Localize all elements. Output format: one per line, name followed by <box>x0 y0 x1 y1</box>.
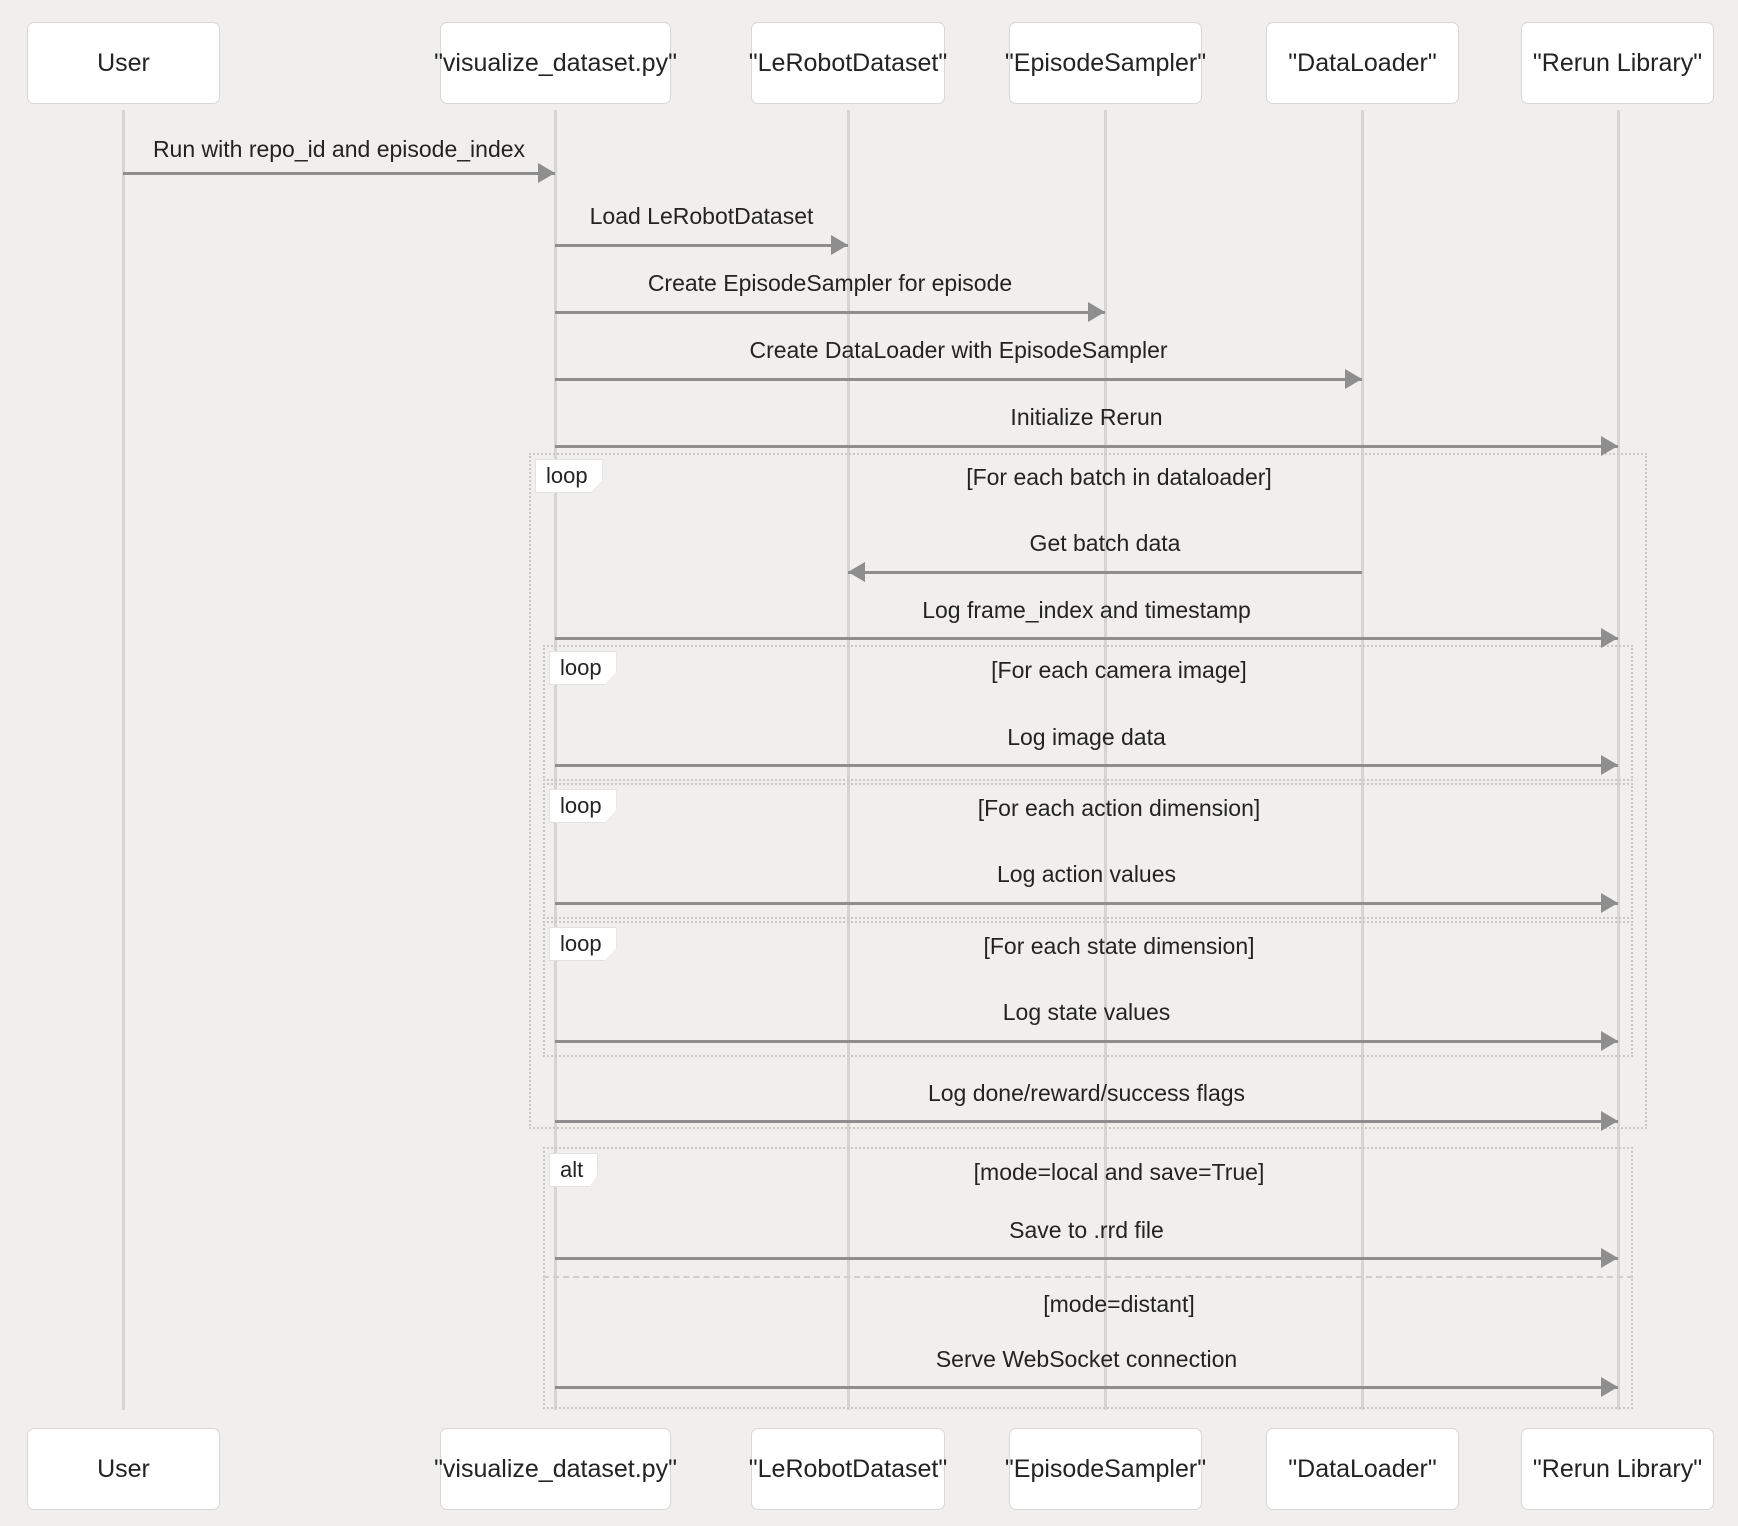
fragment-tab-f-batch: loop <box>535 459 603 493</box>
message-line-m4 <box>555 378 1362 381</box>
arrowhead-m1 <box>538 163 555 183</box>
lifeline-script <box>554 110 557 1410</box>
participant-bottom-script[interactable]: "visualize_dataset.py" <box>434 1428 677 1510</box>
message-line-m5 <box>555 445 1618 448</box>
participant-top-rerun[interactable]: "Rerun Library" <box>1521 22 1714 104</box>
fragment-tab-f-action: loop <box>549 789 617 823</box>
fragment-title-f-action: [For each action dimension] <box>977 795 1261 821</box>
fragment-tab-f-state: loop <box>549 927 617 961</box>
arrowhead-m11 <box>1601 1111 1618 1131</box>
fragment-divider-f-alt <box>543 1276 1633 1278</box>
message-label-m13: Serve WebSocket connection <box>935 1346 1238 1372</box>
arrowhead-m4 <box>1345 369 1362 389</box>
message-line-m3 <box>555 311 1105 314</box>
arrowhead-m8 <box>1601 755 1618 775</box>
participant-bottom-dataloader[interactable]: "DataLoader" <box>1266 1428 1459 1510</box>
fragment-tab-f-camera: loop <box>549 651 617 685</box>
message-label-m1: Run with repo_id and episode_index <box>152 136 526 162</box>
lifeline-rerun <box>1617 110 1620 1410</box>
participant-top-script[interactable]: "visualize_dataset.py" <box>434 22 677 104</box>
arrowhead-m10 <box>1601 1031 1618 1051</box>
message-line-m9 <box>555 902 1618 905</box>
participant-bottom-sampler[interactable]: "EpisodeSampler" <box>1005 1428 1206 1510</box>
fragment-tab-f-alt: alt <box>549 1153 599 1187</box>
message-label-m2: Load LeRobotDataset <box>589 203 814 229</box>
arrowhead-m12 <box>1601 1248 1618 1268</box>
fragment-title-f-batch: [For each batch in dataloader] <box>966 464 1272 490</box>
arrowhead-m13 <box>1601 1377 1618 1397</box>
message-line-m2 <box>555 244 848 247</box>
message-label-m7: Log frame_index and timestamp <box>922 597 1251 623</box>
participant-top-dataloader[interactable]: "DataLoader" <box>1266 22 1459 104</box>
message-label-m10: Log state values <box>1002 999 1171 1025</box>
message-label-m8: Log image data <box>1007 724 1166 750</box>
message-line-m12 <box>555 1257 1618 1260</box>
fragment-title-f-camera: [For each camera image] <box>991 657 1247 683</box>
message-line-m1 <box>123 172 555 175</box>
arrowhead-m7 <box>1601 628 1618 648</box>
lifeline-user <box>122 110 125 1410</box>
lifeline-dataloader <box>1361 110 1364 1410</box>
message-line-m7 <box>555 637 1618 640</box>
participant-top-dataset[interactable]: "LeRobotDataset" <box>749 22 947 104</box>
message-label-m6: Get batch data <box>1029 530 1181 556</box>
message-line-m10 <box>555 1040 1618 1043</box>
message-label-m3: Create EpisodeSampler for episode <box>647 270 1013 296</box>
participant-top-sampler[interactable]: "EpisodeSampler" <box>1005 22 1206 104</box>
message-label-m9: Log action values <box>996 861 1177 887</box>
message-line-m6 <box>848 571 1362 574</box>
message-line-m13 <box>555 1386 1618 1389</box>
fragment-title-f-alt: [mode=local and save=True] <box>973 1159 1265 1185</box>
lifeline-sampler <box>1104 110 1107 1410</box>
arrowhead-m6 <box>848 562 865 582</box>
arrowhead-m3 <box>1088 302 1105 322</box>
arrowhead-m2 <box>831 235 848 255</box>
arrowhead-m9 <box>1601 893 1618 913</box>
fragment-else-title-f-alt: [mode=distant] <box>1043 1291 1195 1317</box>
participant-bottom-rerun[interactable]: "Rerun Library" <box>1521 1428 1714 1510</box>
message-label-m12: Save to .rrd file <box>1009 1217 1164 1243</box>
participant-top-user[interactable]: User <box>27 22 220 104</box>
participant-bottom-user[interactable]: User <box>27 1428 220 1510</box>
message-label-m4: Create DataLoader with EpisodeSampler <box>749 337 1168 363</box>
participant-bottom-dataset[interactable]: "LeRobotDataset" <box>749 1428 947 1510</box>
lifeline-dataset <box>847 110 850 1410</box>
message-label-m5: Initialize Rerun <box>1010 404 1163 430</box>
message-label-m11: Log done/reward/success flags <box>927 1080 1246 1106</box>
fragment-title-f-state: [For each state dimension] <box>983 933 1255 959</box>
message-line-m11 <box>555 1120 1618 1123</box>
message-line-m8 <box>555 764 1618 767</box>
arrowhead-m5 <box>1601 436 1618 456</box>
